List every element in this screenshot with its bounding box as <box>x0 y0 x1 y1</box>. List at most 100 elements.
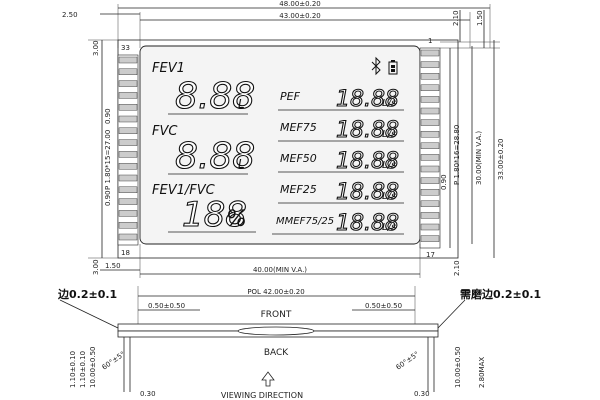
pin <box>118 210 138 217</box>
dim-inner-width: 43.00±0.20 <box>279 12 321 20</box>
label-front: FRONT <box>261 310 292 320</box>
pin <box>118 80 138 87</box>
pin <box>118 56 138 64</box>
pin <box>420 200 440 208</box>
unit-fev1: L <box>238 97 245 111</box>
label-back: BACK <box>264 348 289 358</box>
pin <box>118 115 138 123</box>
pin-33-label: 33 <box>121 44 130 52</box>
pin-18-label: 18 <box>121 249 130 257</box>
dim-right-bottom: 2.10 <box>453 260 461 276</box>
dim-pol: POL 42.00±0.20 <box>247 288 304 296</box>
pin <box>118 151 138 158</box>
label-viewing-direction: VIEWING DIRECTION <box>221 391 303 400</box>
dim-left-offset: 2.50 <box>62 11 78 19</box>
pin <box>420 177 440 184</box>
bottom-dimensions: 1.50 40.00(MIN V.A.) <box>100 244 421 278</box>
digits-mmef: 18.88 <box>336 211 399 236</box>
viewing-direction-arrow-icon <box>261 371 275 387</box>
left-dimensions: 3.00 P 1.80*15=27.00 0.90 0.90 3.00 <box>88 39 118 275</box>
unit-mef25: L/s <box>382 191 396 202</box>
dim-left-090b: 0.90 <box>104 190 112 206</box>
pin <box>420 223 440 231</box>
dim-pol-offset-left: 0.50±0.50 <box>148 302 185 310</box>
dim-bottom-left: 1.50 <box>105 262 121 270</box>
dim-left-bottom: 3.00 <box>92 259 100 275</box>
pin <box>118 127 138 135</box>
unit-mef50: L/s <box>382 160 396 171</box>
dim-side-1: 1.10±0.10 <box>69 351 77 388</box>
pin <box>420 188 440 196</box>
dim-left-top: 3.00 <box>92 40 100 56</box>
label-fvc: FVC <box>152 124 178 139</box>
digits-pef: 18.88 <box>336 87 399 112</box>
digits-mef75: 18.88 <box>336 118 399 143</box>
dim-030-left: 0.30 <box>140 390 156 398</box>
top-right-dimensions: 2.10 1.50 <box>440 10 500 49</box>
dim-030-right: 0.30 <box>414 390 430 398</box>
dim-side-3: 10.00±0.50 <box>89 347 97 389</box>
pin-1-label: 1 <box>428 37 432 45</box>
label-mef25: MEF25 <box>280 183 317 196</box>
top-dimensions: 48.00±0.20 43.00±0.20 2.50 <box>62 0 491 48</box>
unit-mmef: L/s <box>382 222 396 233</box>
pin <box>118 139 138 146</box>
lcd-segments: FEV1 8.88 L FVC 8.88 L FEV1/FVC 188 % PE… <box>152 56 404 237</box>
pin <box>118 68 138 76</box>
pin <box>420 154 440 161</box>
pin <box>420 142 440 150</box>
dim-left-090a: 0.90 <box>104 108 112 124</box>
dim-bottom-va: 40.00(MIN V.A.) <box>253 266 307 274</box>
dim-pol-offset-right: 0.50±0.50 <box>365 302 402 310</box>
dim-overall-width: 48.00±0.20 <box>279 0 321 8</box>
pin <box>420 84 440 92</box>
label-fev1: FEV1 <box>152 61 185 76</box>
pin <box>118 221 138 229</box>
dim-angle-left: 60°±5° <box>101 350 127 372</box>
pin <box>420 130 440 138</box>
pin <box>118 198 138 205</box>
pin <box>118 186 138 194</box>
digits-mef25: 18.88 <box>336 180 399 205</box>
pin <box>118 162 138 170</box>
battery-icon <box>388 60 398 75</box>
label-fev1-fvc: FEV1/FVC <box>152 183 216 198</box>
pin <box>420 119 440 126</box>
dim-left-pitch: P 1.80*15=27.00 <box>104 130 112 190</box>
label-mef50: MEF50 <box>280 152 317 165</box>
pin <box>118 174 138 182</box>
side-view: POL 42.00±0.20 0.50±0.50 0.50±0.50 FRONT… <box>57 286 541 400</box>
unit-mef75: L/s <box>382 129 396 140</box>
digits-fvc: 8.88 <box>175 136 255 177</box>
dim-angle-right: 60°±5° <box>395 350 421 372</box>
pin <box>420 96 440 103</box>
bluetooth-icon <box>371 56 381 76</box>
unit-percent: % <box>226 207 247 232</box>
right-pin-comb <box>419 47 441 249</box>
pin <box>420 61 440 68</box>
pin-17-label: 17 <box>426 251 435 259</box>
pin <box>420 165 440 173</box>
dim-side-right-2: 2.80MAX <box>478 357 486 388</box>
pin <box>420 49 440 57</box>
pin <box>420 107 440 115</box>
dim-right-pitch: P 1.80*16=28.80 <box>453 125 461 185</box>
unit-pef: L/s <box>382 98 396 109</box>
dim-side-2: 1.10±0.10 <box>79 351 87 388</box>
pin <box>420 235 440 242</box>
pin <box>420 212 440 219</box>
dim-top-right-a: 2.10 <box>452 10 460 26</box>
left-pin-comb <box>117 54 139 246</box>
label-mmef: MMEF75/25 <box>276 216 334 227</box>
label-mef75: MEF75 <box>280 121 317 134</box>
digits-ratio: 188 <box>182 195 247 235</box>
pin <box>118 92 138 99</box>
pin <box>118 233 138 241</box>
digits-mef50: 18.88 <box>336 149 399 174</box>
dim-right-overall: 33.00±0.20 <box>497 139 505 181</box>
pin <box>118 103 138 111</box>
right-dimensions: 0.90 P 1.80*16=28.80 30.00(MIN V.A.) 33.… <box>440 40 505 276</box>
dim-top-right-b: 1.50 <box>476 10 484 26</box>
dim-right-090: 0.90 <box>440 174 448 190</box>
